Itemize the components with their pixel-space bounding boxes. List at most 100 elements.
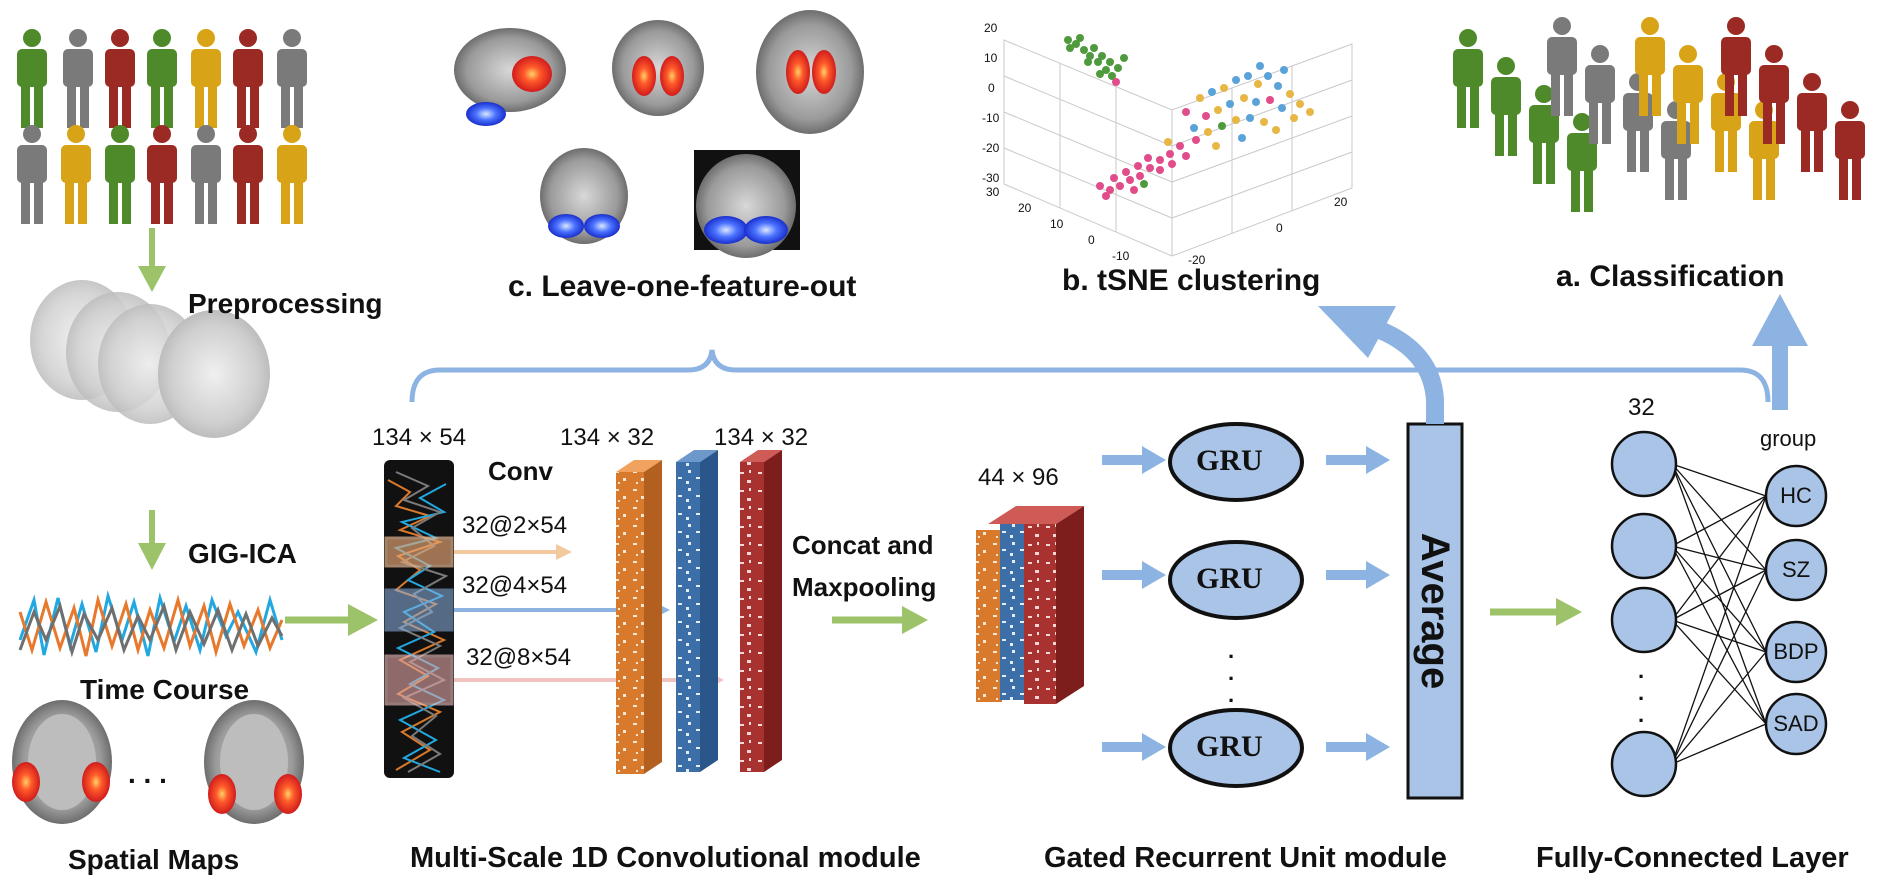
gru-unit-1 xyxy=(1168,422,1304,502)
gru-label-n: GRU xyxy=(1196,730,1263,763)
maxpooling-label: Maxpooling xyxy=(792,572,937,602)
person-icon xyxy=(105,125,135,224)
spatial-map-brain-right xyxy=(204,700,304,824)
feature-map-orange xyxy=(616,460,662,774)
fmri-volumes xyxy=(30,280,270,438)
class-node-bdp xyxy=(1764,620,1828,684)
class-label-bdp: BDP xyxy=(1773,639,1819,664)
fc-node xyxy=(1610,586,1678,654)
person-icon xyxy=(61,125,91,224)
tsne-x-tick: 20 xyxy=(1334,195,1348,209)
person-icon xyxy=(1453,29,1483,128)
lofo-brain-axial xyxy=(756,10,864,134)
tsne-z-tick: 10 xyxy=(1050,217,1064,231)
classification-people xyxy=(1453,17,1865,212)
fc-node xyxy=(1610,430,1678,498)
gru-module-label: Gated Recurrent Unit module xyxy=(1044,842,1447,874)
tsne-y-tick: 0 xyxy=(988,81,995,95)
fc-module-label: Fully-Connected Layer xyxy=(1536,842,1849,874)
preprocessing-arrowhead xyxy=(138,266,166,292)
lofo-brain-coronal-posterior xyxy=(540,148,628,244)
person-icon xyxy=(277,125,307,224)
gru-input-arrows xyxy=(1102,446,1166,761)
gru-unit-2 xyxy=(1168,540,1304,620)
person-icon xyxy=(17,125,47,224)
tsne-arrowhead xyxy=(1318,306,1396,358)
classification-arrowhead xyxy=(1752,294,1808,346)
lofo-brain-axial-cerebellum xyxy=(694,150,800,258)
tsne-plot xyxy=(1003,39,1353,257)
gru-ellipsis: . . . xyxy=(1228,638,1235,707)
person-icon xyxy=(147,125,177,224)
tsne-z-tick: 30 xyxy=(986,185,1000,199)
classification-arrow xyxy=(1772,340,1788,410)
group-label: group xyxy=(1760,426,1817,451)
tsne-y-tick: 10 xyxy=(984,51,998,65)
class-node-sz xyxy=(1764,538,1828,602)
leave-one-feature-out-title: c. Leave-one-feature-out xyxy=(508,270,857,303)
gru-output-arrows xyxy=(1326,446,1390,761)
tsne-z-tick: 20 xyxy=(1018,201,1032,215)
gig-ica-arrowhead xyxy=(138,543,166,570)
conv-label: Conv xyxy=(488,456,553,486)
fc-node xyxy=(1610,512,1678,580)
lofo-brain-coronal xyxy=(612,20,704,116)
pooled-dimension: 44 × 96 xyxy=(978,464,1059,491)
lofo-brain-sagittal xyxy=(454,28,566,126)
fc-ellipsis: . . . xyxy=(1638,658,1645,727)
kernel-label-4: 32@4×54 xyxy=(462,572,568,599)
tsne-y-tick: 20 xyxy=(984,21,998,35)
preprocessing-label: Preprocessing xyxy=(188,288,383,319)
tsne-arrow xyxy=(1376,321,1444,424)
fc-connections xyxy=(1671,463,1767,765)
spatial-map-brain-left xyxy=(12,700,112,824)
concat-label: Concat and xyxy=(792,530,934,560)
feature-map-red xyxy=(740,450,782,772)
conv-module-label: Multi-Scale 1D Convolutional module xyxy=(410,842,921,874)
person-icon xyxy=(191,29,221,128)
person-icon xyxy=(1835,101,1865,200)
person-icon xyxy=(105,29,135,128)
person-icon xyxy=(147,29,177,128)
conv-output-dimension: 134 × 32 xyxy=(714,424,809,451)
tsne-clustering-title: b. tSNE clustering xyxy=(1062,264,1321,297)
gru-label-1: GRU xyxy=(1196,444,1263,477)
person-icon xyxy=(233,29,263,128)
tsne-x-tick: 0 xyxy=(1276,221,1283,235)
time-course-label: Time Course xyxy=(80,674,250,705)
gig-ica-label: GIG-ICA xyxy=(188,538,297,569)
tsne-y-tick: -10 xyxy=(982,111,1000,125)
classification-title: a. Classification xyxy=(1556,260,1785,293)
feature-map-blue xyxy=(676,450,718,772)
class-label-sad: SAD xyxy=(1773,711,1819,736)
tsne-y-tick: -30 xyxy=(982,171,1000,185)
person-icon xyxy=(1585,45,1615,144)
person-icon xyxy=(1661,101,1691,200)
person-icon xyxy=(191,125,221,224)
class-node-hc xyxy=(1764,464,1828,528)
person-icon xyxy=(1547,17,1577,116)
subjects-group xyxy=(17,29,307,224)
average-label: Average xyxy=(1413,532,1457,690)
kernel-label-2: 32@2×54 xyxy=(462,512,568,539)
tsne-x-tick: -20 xyxy=(1188,253,1206,267)
feature-brace xyxy=(409,349,1771,403)
kernel-label-8: 32@8×54 xyxy=(466,644,572,671)
time-course-plot xyxy=(18,590,284,658)
conv-output-dimension: 134 × 32 xyxy=(560,424,655,451)
pooled-features xyxy=(976,506,1084,704)
tsne-z-tick: -10 xyxy=(1112,249,1130,263)
gru-label-2: GRU xyxy=(1196,562,1263,595)
person-icon xyxy=(17,29,47,128)
person-icon xyxy=(277,29,307,128)
tsne-points xyxy=(1064,34,1314,200)
class-label-sz: SZ xyxy=(1781,557,1811,582)
person-icon xyxy=(1797,73,1827,172)
person-icon xyxy=(233,125,263,224)
person-icon xyxy=(63,29,93,128)
spatial-maps-ellipsis: . . . xyxy=(128,758,167,789)
input-dimension: 134 × 54 xyxy=(372,424,467,451)
class-node-sad xyxy=(1764,692,1828,756)
fc-units-label: 32 xyxy=(1628,394,1655,421)
